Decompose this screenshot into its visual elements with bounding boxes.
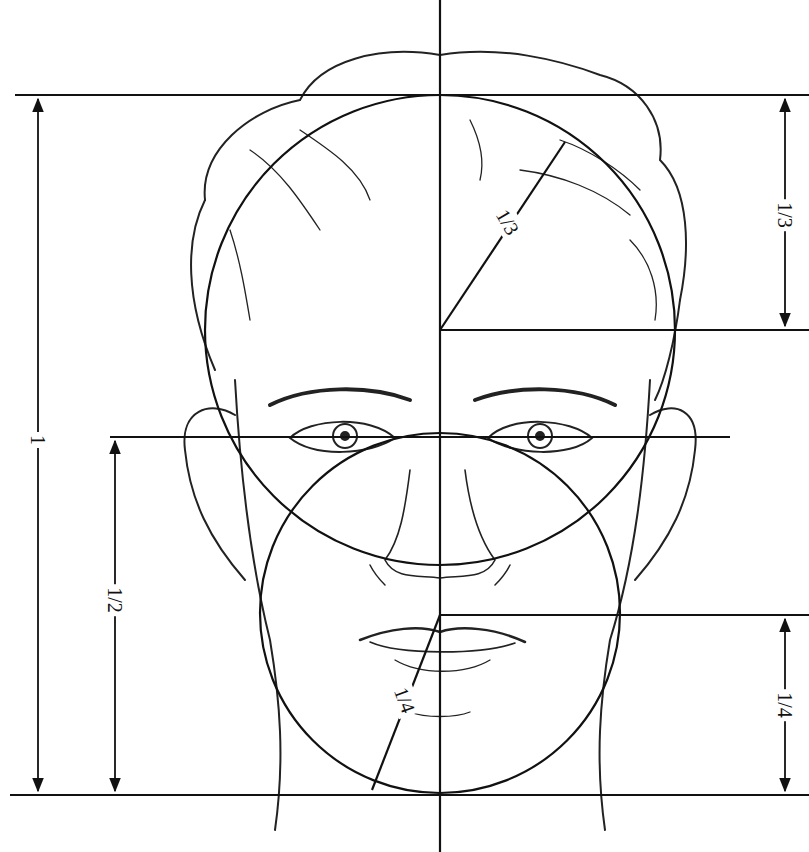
proportion-label: 1 bbox=[26, 432, 50, 448]
proportion-label: 1/4 bbox=[388, 681, 421, 719]
proportion-label: 1/4 bbox=[773, 689, 797, 721]
proportion-label: 1/2 bbox=[103, 584, 127, 616]
proportion-label: 1/3 bbox=[773, 199, 797, 231]
